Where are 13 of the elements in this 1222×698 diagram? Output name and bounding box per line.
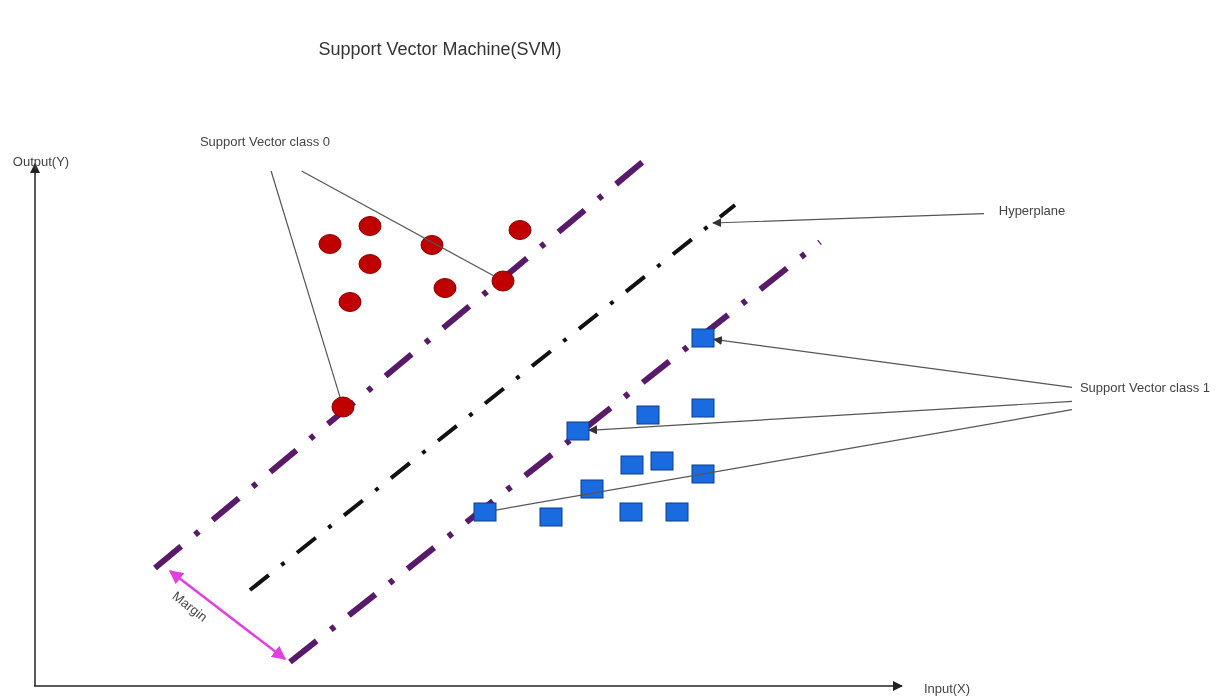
axis-label: Input(X) bbox=[922, 680, 972, 697]
leader-line bbox=[712, 213, 985, 228]
diagram-title: Support Vector Machine(SVM) bbox=[317, 38, 563, 60]
leader-line bbox=[495, 409, 1073, 511]
leader-line bbox=[301, 170, 495, 277]
leader-line bbox=[270, 170, 341, 398]
callout-text: Support Vector class 1 bbox=[1075, 379, 1215, 396]
hyperplane-line bbox=[248, 203, 737, 592]
leader-line bbox=[588, 400, 1073, 435]
leader-line bbox=[713, 336, 1073, 388]
callout-text: Support Vector class 0 bbox=[190, 133, 340, 150]
axis-label: Output(Y) bbox=[11, 153, 71, 170]
callout-text: Hyperplane bbox=[987, 202, 1077, 219]
